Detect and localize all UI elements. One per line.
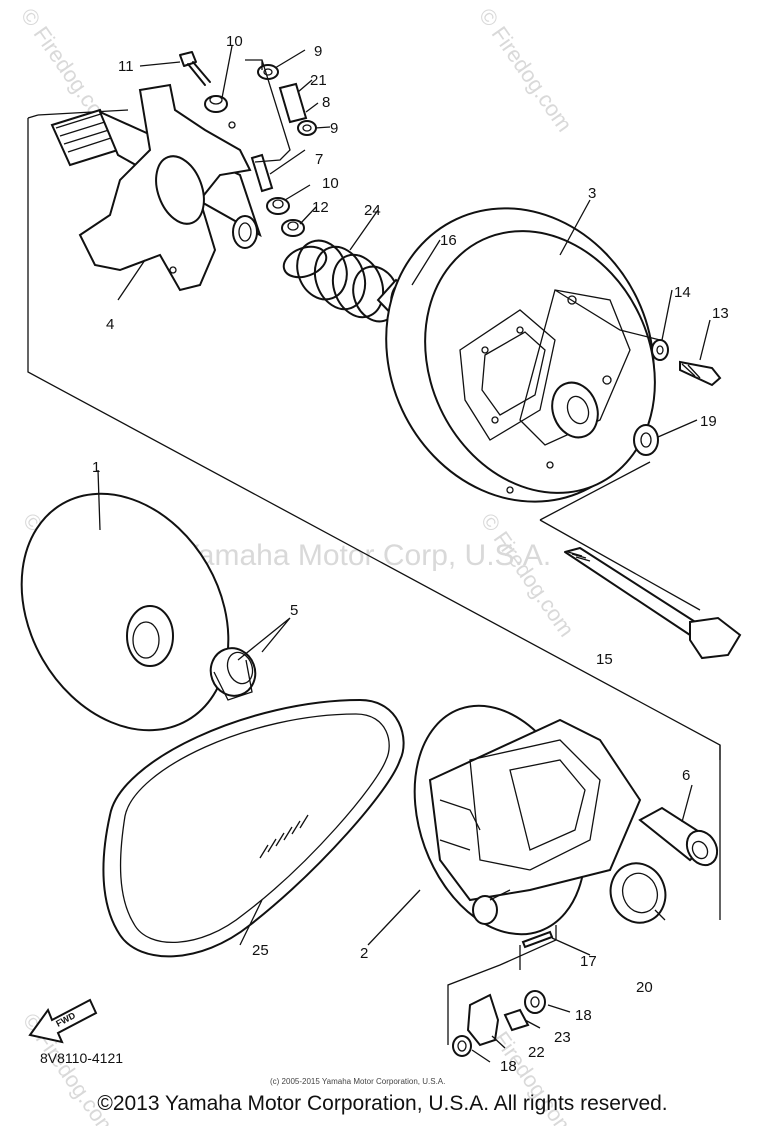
callout-4: 4 [106,316,114,333]
callout-9a: 9 [314,43,322,60]
callout-5: 5 [290,602,298,619]
callout-13: 13 [712,305,729,322]
sheave-sleeve [638,806,719,867]
secondary-fixed-sheave [20,492,230,732]
sheave-collar [209,647,257,701]
callout-23: 23 [554,1029,571,1046]
movable-sheave-cover [385,207,661,503]
callout-10b: 10 [322,175,339,192]
callout-22: 22 [528,1044,545,1061]
forward-arrow: FWD [28,998,98,1044]
drive-belt [102,699,405,958]
diagram-code: 8V8110-4121 [40,1050,123,1066]
callout-10a: 10 [226,33,243,50]
callout-15: 15 [596,651,613,668]
watermark-center: Yamaha Motor Corp, U.S.A. [180,539,551,572]
callout-14: 14 [674,284,691,301]
callout-labels: 1 2 3 4 5 6 7 8 9 9 10 10 11 12 13 14 15… [92,33,729,1075]
callout-3: 3 [588,185,596,202]
watermark-corner-tr: © Firedog.com [474,4,577,137]
callout-leaders [97,45,711,1063]
callout-18a: 18 [575,1007,592,1024]
callout-9b: 9 [330,120,338,137]
callout-20: 20 [636,979,653,996]
roller-weight-hardware [179,51,317,237]
cover-bolt-hardware [633,339,722,456]
pin [521,930,554,949]
secondary-movable-sheave [413,704,642,936]
callout-2: 2 [360,945,368,962]
long-bolt [539,461,742,660]
callout-24: 24 [364,202,381,219]
callout-16: 16 [440,232,457,249]
callout-6: 6 [682,767,690,784]
primary-fixed-sheave-spider [50,83,262,292]
assembly-outline [27,109,721,920]
footer-copyright: ©2013 Yamaha Motor Corporation, U.S.A. A… [97,1092,668,1115]
callout-7: 7 [315,151,323,168]
callout-12: 12 [312,199,329,216]
callout-8: 8 [322,94,330,111]
callout-1: 1 [92,459,100,476]
weight-arm-hardware [447,925,557,1057]
callout-11: 11 [118,58,134,75]
small-copyright: (c) 2005-2015 Yamaha Motor Corporation, … [270,1077,445,1086]
callout-19: 19 [700,413,717,430]
callout-18b: 18 [500,1058,517,1075]
callout-17: 17 [580,953,597,970]
callout-25: 25 [252,942,269,959]
callout-21: 21 [310,72,327,89]
cam-ring [609,862,667,924]
